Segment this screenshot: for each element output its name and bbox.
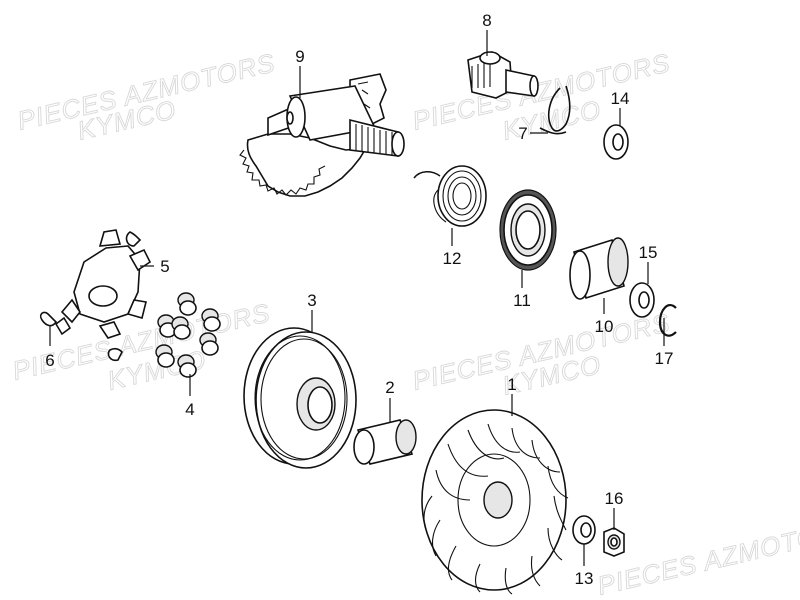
callout-4: 4 bbox=[185, 400, 194, 419]
callout-3: 3 bbox=[307, 291, 316, 310]
roller bbox=[171, 316, 191, 340]
part-1-drive-fan bbox=[421, 409, 569, 595]
callout-8: 8 bbox=[482, 11, 491, 30]
roller bbox=[177, 292, 197, 316]
watermark-text: PIECES AZMOTORS bbox=[595, 512, 800, 600]
part-12-kick-spring bbox=[413, 165, 487, 227]
callout-17: 17 bbox=[655, 349, 674, 368]
callout-1: 1 bbox=[507, 375, 516, 394]
part-4-weight-rollers bbox=[155, 292, 221, 378]
part-16-nut bbox=[603, 527, 625, 557]
part-8-driven-gear bbox=[467, 51, 539, 99]
callout-10: 10 bbox=[595, 317, 614, 336]
part-17-circlip bbox=[658, 304, 677, 337]
part-10-bushing bbox=[569, 237, 629, 300]
roller bbox=[201, 308, 221, 332]
callout-9: 9 bbox=[295, 47, 304, 66]
callout-16: 16 bbox=[605, 489, 624, 508]
watermark-layer: PIECES AZMOTORS KYMCO PIECES AZMOTORS KY… bbox=[9, 47, 800, 600]
callout-13: 13 bbox=[575, 569, 594, 588]
callout-7: 7 bbox=[518, 124, 527, 143]
part-7-clip-spring bbox=[539, 85, 571, 135]
part-15-washer bbox=[629, 282, 655, 318]
callout-14: 14 bbox=[611, 89, 630, 108]
callout-15: 15 bbox=[639, 243, 658, 262]
callout-labels: 1 2 3 4 5 6 7 8 9 10 11 12 13 14 15 16 1… bbox=[45, 11, 673, 588]
callout-11: 11 bbox=[513, 291, 531, 310]
part-13-washer bbox=[572, 515, 596, 545]
part-3-drive-face bbox=[243, 327, 357, 469]
roller bbox=[199, 332, 219, 356]
part-2-collar bbox=[353, 419, 417, 465]
callout-2: 2 bbox=[385, 378, 394, 397]
part-6-slider bbox=[39, 311, 72, 336]
leader-lines bbox=[49, 30, 665, 566]
callout-12: 12 bbox=[443, 249, 462, 268]
part-5-ramp-plate bbox=[60, 229, 152, 362]
callout-6: 6 bbox=[45, 351, 54, 370]
part-9-kickstart-spindle bbox=[239, 73, 405, 197]
roller bbox=[177, 354, 197, 378]
callout-5: 5 bbox=[160, 257, 169, 276]
part-11-ring bbox=[499, 189, 557, 271]
roller bbox=[155, 344, 175, 368]
part-14-washer bbox=[603, 124, 629, 160]
